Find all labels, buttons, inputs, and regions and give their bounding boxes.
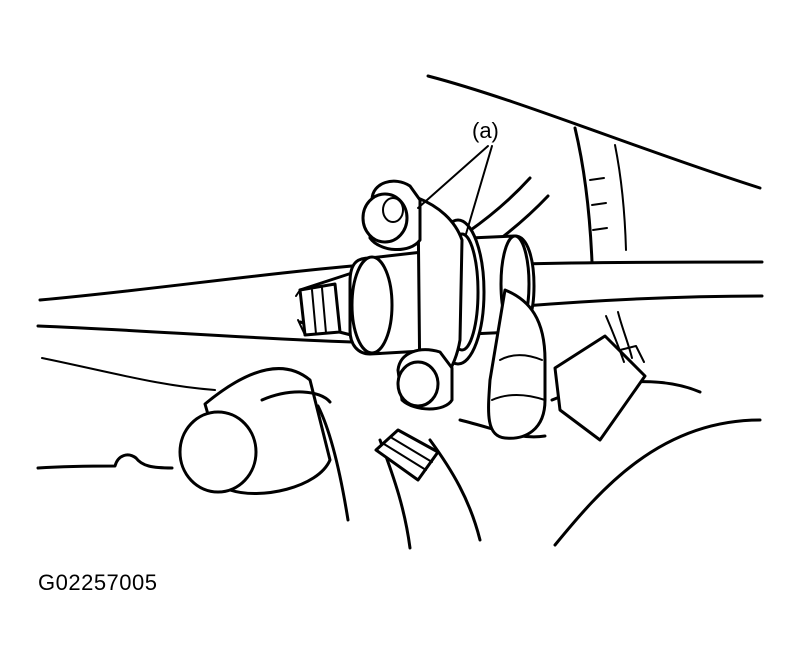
- fuel-pressure-regulator: [348, 234, 547, 440]
- o-ring: [416, 196, 486, 400]
- leader-line-bolt: [417, 145, 489, 209]
- electrical-connector: [553, 311, 647, 442]
- leader-line-oring: [465, 145, 493, 235]
- vacuum-hose: [178, 367, 440, 550]
- figure-code: G02257005: [38, 570, 158, 595]
- mounting-bolt-lower: [396, 348, 454, 411]
- callout-a: (a): [417, 118, 499, 235]
- mounting-bolt-upper: [361, 179, 422, 252]
- callout-label: (a): [472, 118, 499, 143]
- hose-clamp: [295, 282, 342, 337]
